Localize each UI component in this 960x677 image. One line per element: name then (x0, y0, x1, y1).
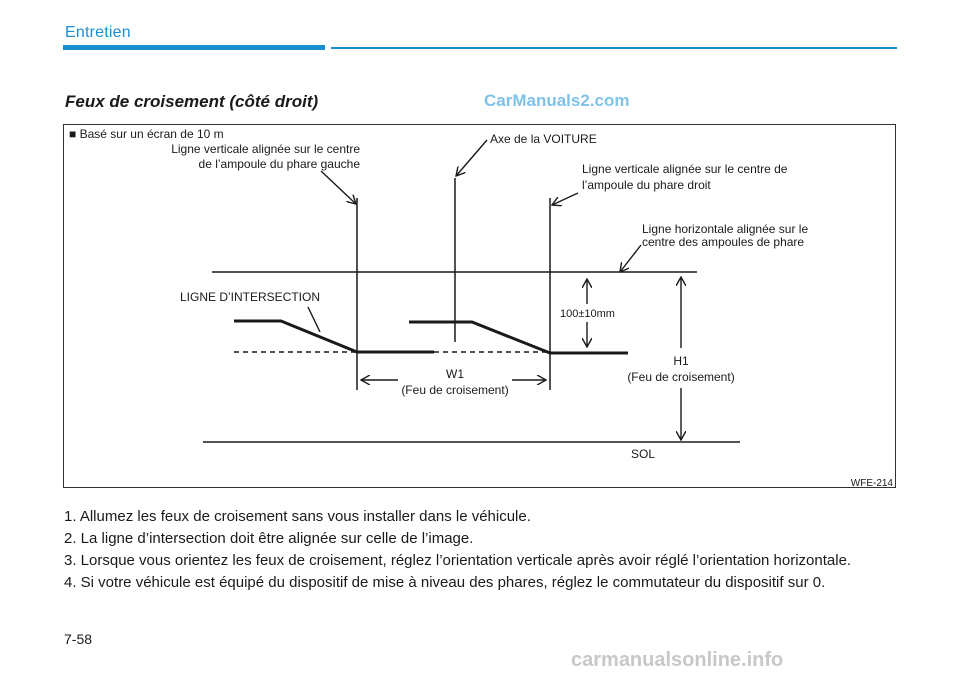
page-number: 7-58 (64, 631, 93, 647)
page-heading: Feux de croisement (côté droit) (65, 92, 319, 111)
header-rule-thin (331, 47, 897, 49)
left-cutoff-line (234, 319, 434, 354)
offset-label: 100±10mm (560, 308, 615, 320)
axis-pointer-arrow (456, 139, 488, 176)
watermark-footer: carmanualsonline.info (571, 649, 784, 671)
left-line-label-2: de l’ampoule du phare gauche (199, 157, 361, 171)
instruction-step: 3. Lorsque vous orientez les feux de cro… (64, 552, 852, 569)
left-line-pointer-arrow (320, 170, 356, 204)
header-rule-thick (63, 45, 325, 50)
headlamp-aim-diagram: ■ Basé sur un écran de 10 m Ligne vertic… (69, 127, 894, 489)
w1-sublabel: (Feu de croisement) (401, 383, 508, 397)
intersection-pointer-line (307, 306, 321, 333)
horizontal-line-label-2: centre des ampoules de phare (642, 235, 804, 249)
section-title: Entretien (65, 24, 131, 41)
right-line-label-2: l’ampoule du phare droit (582, 178, 711, 192)
ground-label: SOL (631, 447, 655, 461)
instruction-step: 4. Si votre véhicule est équipé du dispo… (64, 574, 826, 591)
screen-note: ■ Basé sur un écran de 10 m (69, 127, 224, 141)
left-line-label-1: Ligne verticale alignée sur le centre (171, 142, 360, 156)
instruction-list: 1. Allumez les feux de croisement sans v… (64, 506, 924, 594)
vehicle-axis-label: Axe de la VOITURE (490, 132, 597, 146)
w1-label: W1 (446, 367, 464, 381)
watermark-logo: CarManuals2.com (484, 91, 630, 110)
figure-code: WFE-214 (851, 478, 894, 489)
right-cutoff-line (409, 320, 628, 355)
right-line-pointer-arrow (552, 192, 579, 205)
instruction-step: 1. Allumez les feux de croisement sans v… (64, 508, 531, 525)
horizontal-pointer-arrow (620, 244, 642, 272)
right-line-label-1: Ligne verticale alignée sur le centre de (582, 162, 788, 176)
headlamp-diagram-frame (63, 124, 896, 488)
instruction-step: 2. La ligne d’intersection doit être ali… (64, 530, 474, 547)
intersection-label: LIGNE D’INTERSECTION (180, 290, 320, 304)
h1-label: H1 (673, 354, 689, 368)
horizontal-line-label-1: Ligne horizontale alignée sur le (642, 222, 808, 236)
h1-sublabel: (Feu de croisement) (627, 370, 734, 384)
